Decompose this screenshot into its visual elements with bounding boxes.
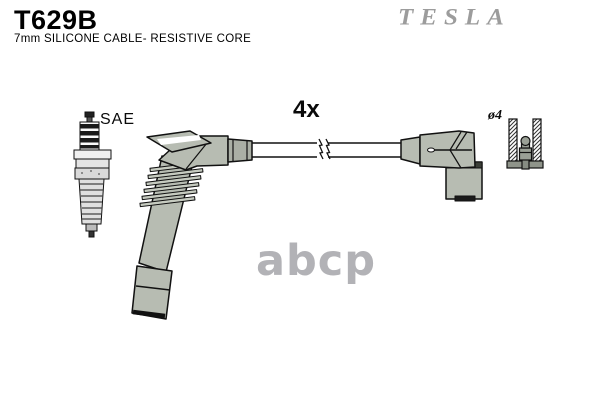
cable-break-mark [318, 138, 324, 160]
cross-section-left-wall [508, 118, 518, 167]
cable-break-mark [325, 138, 331, 160]
cross-section-right-wall [532, 118, 542, 167]
spark-plug-shell [74, 167, 110, 180]
part-description: 7mm SILICONE CABLE- RESISTIVE CORE [14, 33, 252, 45]
quantity-label: 4x [293, 96, 320, 123]
abcp-watermark: abcp [256, 236, 377, 286]
tesla-brand-logo: TESLA [398, 5, 511, 30]
spark-plug-hex [73, 149, 112, 160]
terminal-pin [518, 135, 533, 170]
diameter-label: ø4 [488, 108, 502, 123]
part-number: T629B [14, 5, 98, 35]
spark-plug-terminal-nut [84, 111, 95, 118]
terminal-cross-section [506, 118, 544, 170]
coil-boot-entry [400, 136, 421, 165]
boot-collar [227, 138, 253, 163]
spark-plug-tip [85, 223, 98, 232]
cable-break-gap [317, 139, 328, 160]
spark-plug-illustration [73, 111, 112, 238]
sae-label: SAE [100, 111, 136, 128]
coil-boot-elbow [400, 130, 483, 202]
cable [252, 138, 401, 160]
plug-boot-elbow [131, 130, 253, 320]
boot-end [131, 265, 173, 320]
